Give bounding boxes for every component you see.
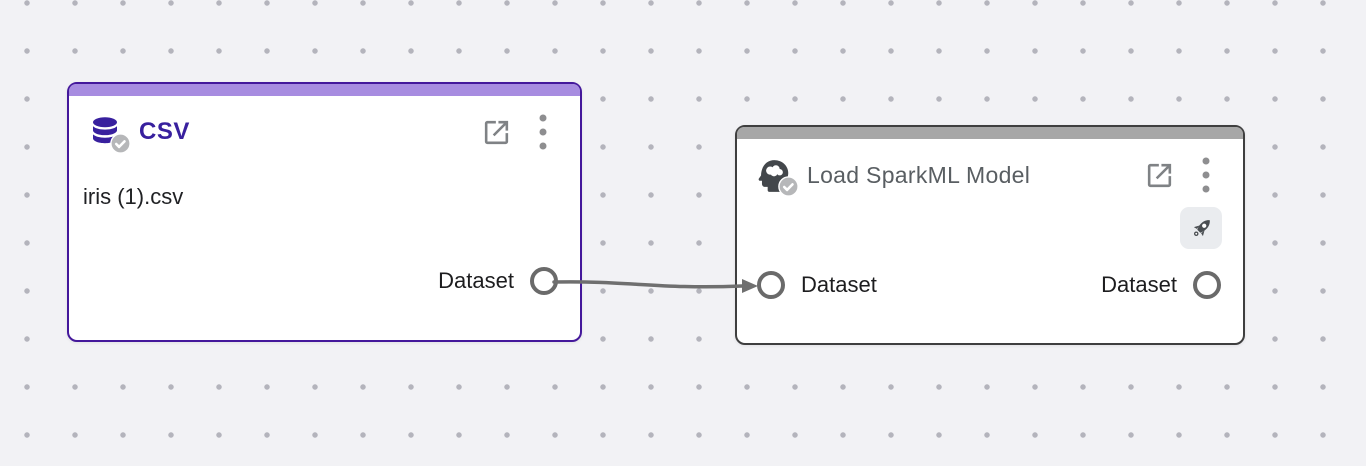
more-menu-button[interactable] [538,113,548,151]
node-csv-header-strip [69,84,580,96]
ml-output-port[interactable] [1193,271,1221,299]
run-node-button[interactable] [1180,207,1222,249]
node-ml-header-strip [737,127,1243,139]
open-external-icon [484,120,509,144]
ml-input-port-row: Dataset [757,271,877,299]
kebab-menu-icon [539,114,547,150]
node-csv[interactable]: CSV iris (1).csv Dataset [67,82,582,342]
ml-input-port-label: Dataset [801,272,877,297]
open-external-button[interactable] [1144,160,1175,191]
model-head-icon [755,155,799,197]
csv-output-port-label: Dataset [438,268,514,293]
node-ml-header: Load SparkML Model [737,139,1243,197]
open-external-button[interactable] [481,117,512,148]
node-ml-title: Load SparkML Model [807,161,1031,188]
open-external-icon [1147,163,1172,187]
node-load-sparkml-model[interactable]: Load SparkML Model [735,125,1245,345]
check-badge-icon [778,176,799,197]
ml-output-port-label: Dataset [1101,272,1177,297]
more-menu-button[interactable] [1201,156,1211,194]
csv-output-port[interactable] [530,267,558,295]
check-badge-icon [110,133,131,154]
csv-output-port-row: Dataset [438,267,558,295]
rocket-icon [1193,219,1210,236]
ml-output-port-row: Dataset [1101,271,1221,299]
ml-input-port[interactable] [757,271,785,299]
csv-filename: iris (1).csv [83,184,184,209]
node-csv-header: CSV [69,96,580,154]
node-csv-title: CSV [139,118,190,145]
kebab-menu-icon [1202,157,1210,193]
database-icon [87,112,131,154]
edge-line [552,280,744,289]
